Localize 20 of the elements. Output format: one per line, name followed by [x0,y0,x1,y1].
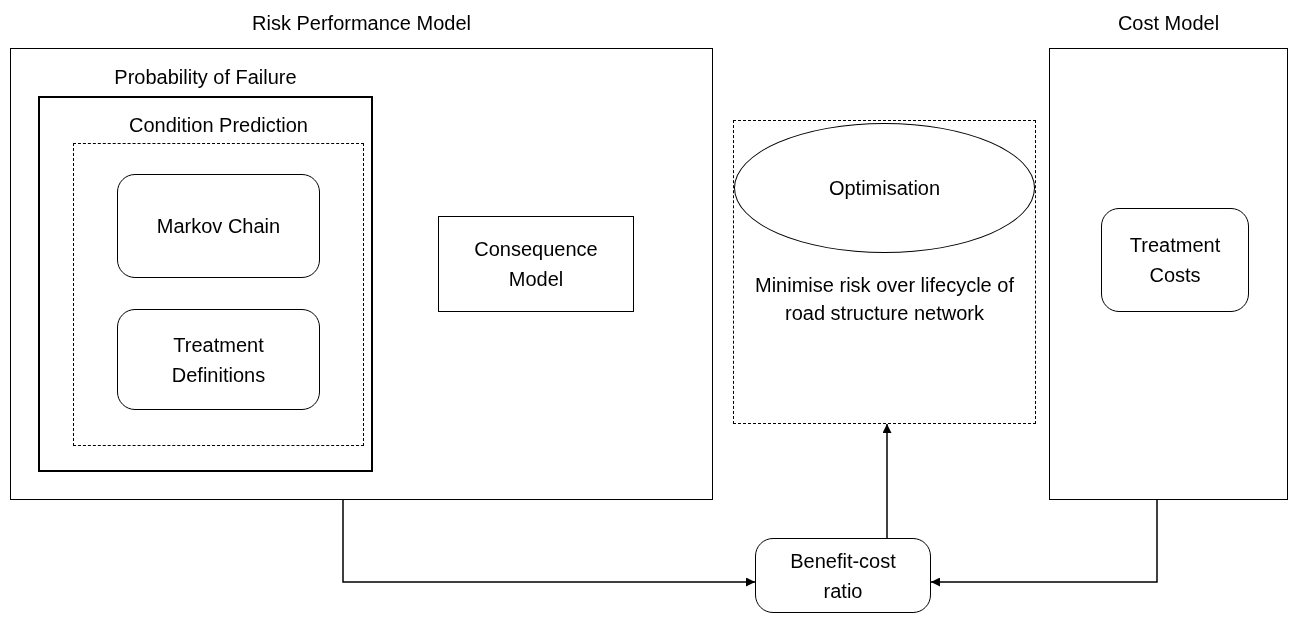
node-label: Consequence Model [473,237,599,292]
node-label: Probability of Failure [113,65,298,90]
process-box [117,174,320,278]
node-label: Minimise risk over lifecycle of road structure network [754,273,1015,326]
node-label: Risk Performance Model [251,11,472,36]
arrow [930,499,1158,587]
node-label: Treatment Costs [1128,233,1222,288]
process-box [755,538,931,613]
process-box [1101,208,1249,312]
node-label: Treatment Definitions [170,332,267,388]
arrow [882,423,892,539]
node-label: Markov Chain [155,214,282,239]
process-box [438,216,634,312]
arrow [342,499,756,587]
node-label: Cost Model [1116,11,1221,36]
node-label: Optimisation [827,176,942,201]
group-box [733,120,1036,424]
node-label: Benefit-cost ratio [789,548,897,604]
node-label: Condition Prediction [128,113,309,138]
process-box [117,309,320,410]
